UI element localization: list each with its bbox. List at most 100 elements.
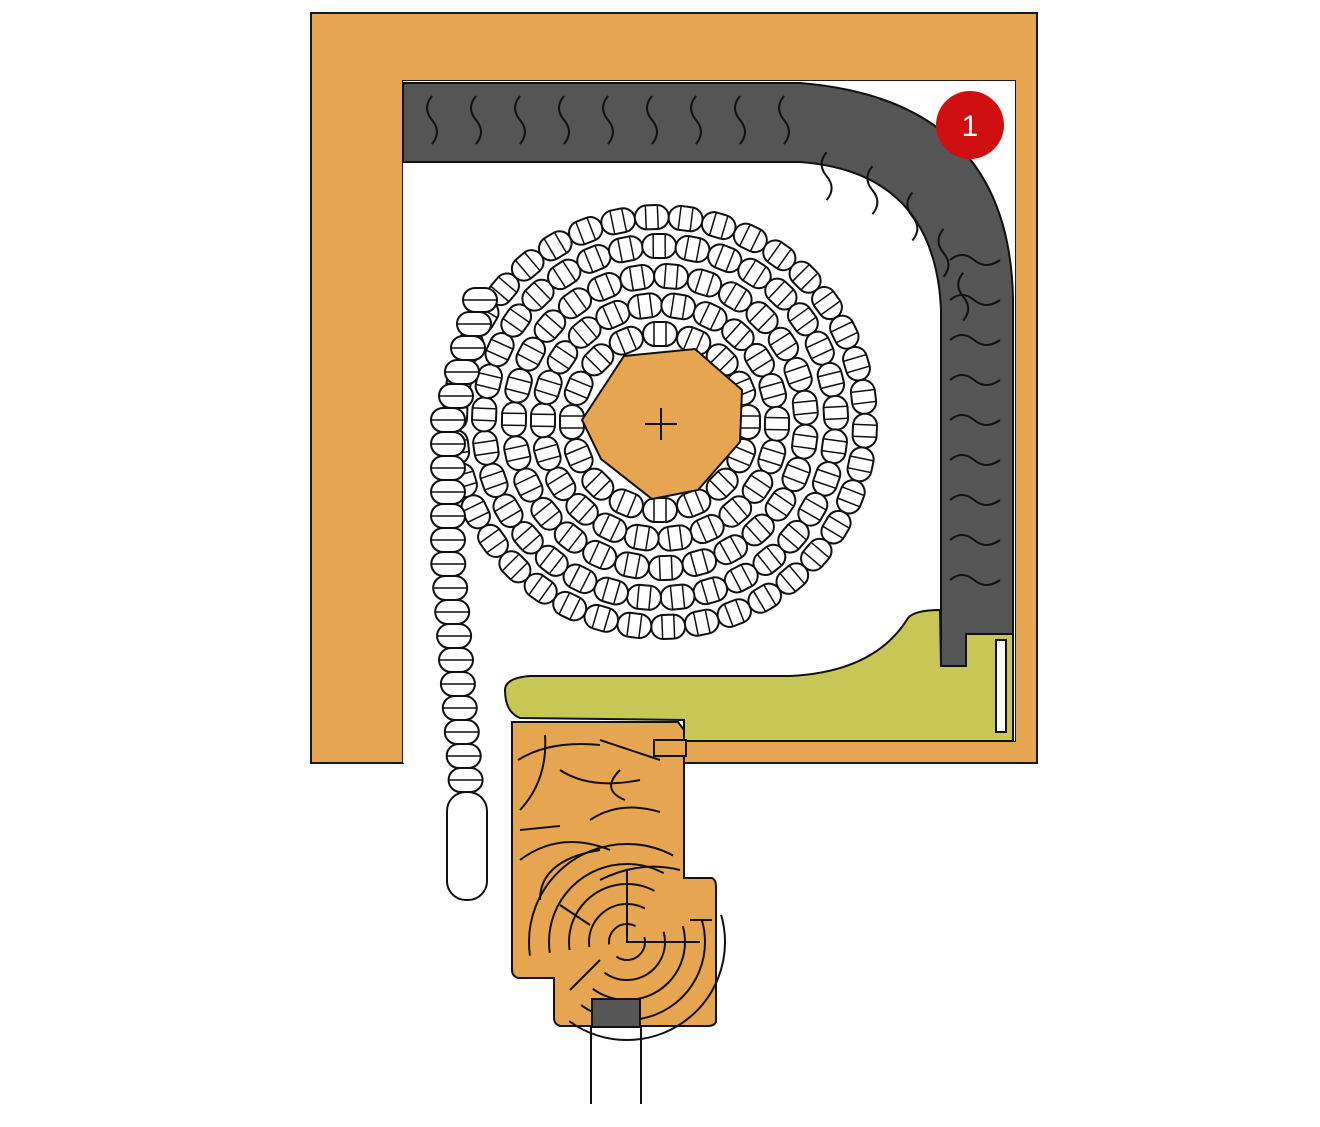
wood-grain-line	[610, 769, 626, 801]
insulation-wave	[957, 271, 970, 322]
callout-1-label: 1	[962, 110, 979, 143]
insulation-wave	[949, 374, 1001, 386]
wood-grain-line	[519, 825, 561, 831]
shutter-slat	[511, 521, 544, 555]
strap-segment	[430, 407, 466, 433]
strap-segment	[450, 335, 486, 361]
insulation-wave	[514, 95, 526, 145]
shutter-slat	[660, 292, 697, 321]
shutter-slat	[510, 249, 545, 282]
shutter-slat	[546, 340, 579, 375]
shutter-slat	[565, 492, 599, 526]
strap-segment	[443, 719, 480, 745]
wood-grain-line	[519, 734, 547, 811]
strap-segment	[444, 359, 480, 385]
shutter-slat	[788, 260, 822, 294]
insulation-wave-pattern	[426, 95, 1001, 586]
shutter-slat	[614, 551, 650, 580]
shutter-slat	[642, 321, 678, 347]
shutter-slat	[786, 302, 819, 337]
strap-segment	[432, 575, 469, 601]
callout-1: 1	[936, 91, 1004, 159]
shutter-slat	[767, 326, 800, 362]
insulation-wave	[949, 454, 1001, 466]
shutter-slat	[633, 203, 670, 231]
shutter-slat	[642, 497, 678, 523]
shutter-slat	[641, 232, 678, 260]
shutter-slat	[626, 583, 662, 611]
shutter-slat	[757, 438, 787, 475]
wood-grain-line	[626, 870, 700, 943]
shutter-slat	[763, 405, 791, 442]
shutter-slat	[842, 345, 871, 382]
shutter-slat	[503, 435, 532, 471]
shutter-slat	[775, 562, 810, 595]
strap-segment	[456, 311, 492, 337]
shutter-slat	[747, 582, 782, 614]
shutter-slat	[764, 277, 798, 311]
strap-segment	[441, 695, 478, 721]
strap-segment	[430, 551, 467, 577]
shutter-slat	[504, 367, 533, 404]
shutter-slat	[707, 243, 743, 274]
guide-profile	[503, 608, 1014, 742]
strap-segment	[445, 743, 482, 769]
strap-segment	[430, 431, 466, 457]
insulation-wave	[949, 334, 1001, 346]
shutter-slat	[741, 513, 775, 547]
shutter-slat	[532, 435, 562, 472]
insulation-wave	[949, 534, 1001, 546]
shutter-slat	[647, 554, 684, 582]
shutter-slat	[718, 495, 753, 528]
shutter-slat	[616, 611, 653, 640]
insulation-wave	[602, 95, 614, 145]
insulation-wave	[426, 95, 438, 145]
shutter-slat	[523, 572, 558, 605]
guide-slot	[995, 639, 1007, 733]
shutter-slat	[470, 396, 498, 433]
shutter-slat	[667, 204, 704, 233]
insulation-wave	[778, 95, 790, 145]
shutter-slat	[745, 301, 779, 335]
wood-grain-line	[569, 959, 601, 991]
shutter-slat	[492, 493, 524, 529]
shutter-slat	[568, 216, 604, 246]
wood-grain-line	[599, 739, 661, 761]
shutter-slat	[498, 550, 532, 584]
shutter-slat	[723, 562, 759, 594]
strap-segment	[438, 383, 474, 409]
shutter-slat	[583, 603, 620, 633]
rolled-shutter-curtain	[441, 203, 879, 641]
insulation-wave	[949, 574, 1001, 586]
shutter-slat	[777, 519, 810, 554]
insulation-wave	[866, 165, 879, 215]
strap-segment	[434, 599, 471, 625]
shutter-slat	[593, 576, 630, 606]
strap-segment	[430, 503, 466, 529]
shutter-slat	[619, 264, 656, 292]
shutter-slat	[600, 207, 637, 236]
wood-grain-line	[559, 904, 591, 926]
shutter-slat	[608, 488, 644, 519]
shutter-slat	[811, 461, 842, 497]
strap-cord	[430, 287, 498, 793]
shutter-slat	[627, 292, 663, 320]
wood-grain-line	[599, 865, 681, 881]
shutter-slat	[851, 412, 879, 449]
shutter-slat	[752, 543, 787, 577]
insulation-wave	[949, 294, 1001, 306]
frame-rebate	[653, 739, 687, 757]
insulation-wave	[646, 95, 658, 145]
insulation-wave	[949, 494, 1001, 506]
pull-tab	[446, 791, 488, 901]
shutter-slat	[659, 583, 696, 611]
shutter-slat	[538, 230, 573, 262]
shutter-slat	[534, 544, 569, 577]
shutter-slat	[529, 402, 557, 439]
shutter-slat	[705, 467, 739, 501]
wood-grain-line	[519, 841, 611, 861]
shutter-slat	[820, 428, 848, 465]
strap-segment	[430, 527, 466, 553]
callout-1-badge	[936, 91, 1004, 159]
